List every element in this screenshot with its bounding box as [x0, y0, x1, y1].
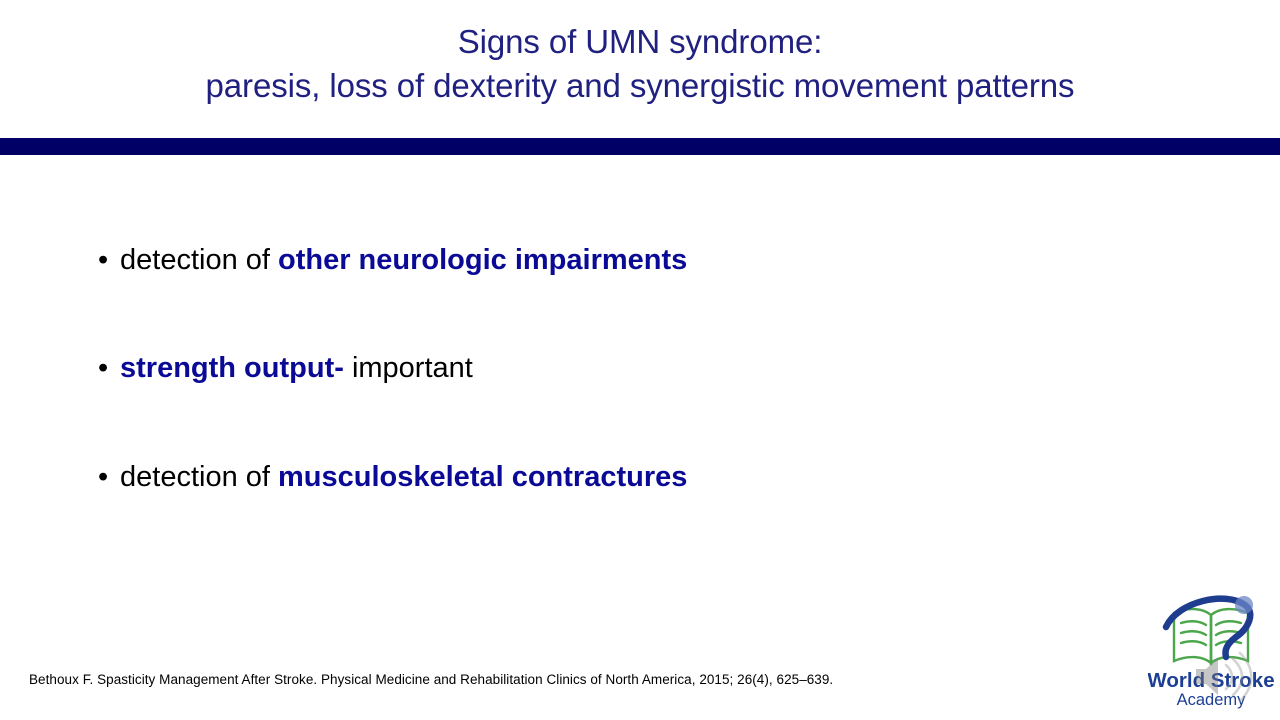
- title-line-1: Signs of UMN syndrome:: [457, 23, 823, 60]
- bullet-marker-icon: •: [98, 244, 109, 276]
- swoosh-dot-icon: [1235, 596, 1253, 614]
- bullet-text-accent: musculoskeletal contractures: [278, 460, 688, 493]
- citation-text: Bethoux F. Spasticity Management After S…: [29, 672, 834, 687]
- logo-text-line2: Academy: [1177, 691, 1247, 709]
- bullet-marker-icon: •: [98, 460, 109, 493]
- slide-title: Signs of UMN syndrome: paresis, loss of …: [40, 20, 1240, 107]
- title-divider-bar: [0, 138, 1280, 155]
- bullet-text-accent: other neurologic impairments: [278, 244, 688, 276]
- list-item: • strength output- important: [96, 350, 1146, 386]
- bullet-text-plain: important: [343, 352, 473, 385]
- swoosh-icon: [1162, 595, 1254, 661]
- world-stroke-academy-logo: World Stroke Academy: [1148, 583, 1274, 711]
- list-item: • detection of other neurologic impairme…: [96, 242, 1146, 278]
- bullet-text-accent: strength output-: [120, 352, 344, 385]
- bullet-marker-icon: •: [98, 352, 109, 385]
- list-item: • detection of musculoskeletal contractu…: [96, 459, 1146, 495]
- bullet-text-plain: detection of: [120, 460, 278, 493]
- logo-text-line1: World Stroke: [1148, 669, 1274, 692]
- speaker-icon: [1196, 651, 1253, 703]
- bullet-text-plain: detection of: [120, 244, 278, 276]
- title-line-2: paresis, loss of dexterity and synergist…: [205, 66, 1075, 104]
- bullet-list: • detection of other neurologic impairme…: [96, 242, 1146, 495]
